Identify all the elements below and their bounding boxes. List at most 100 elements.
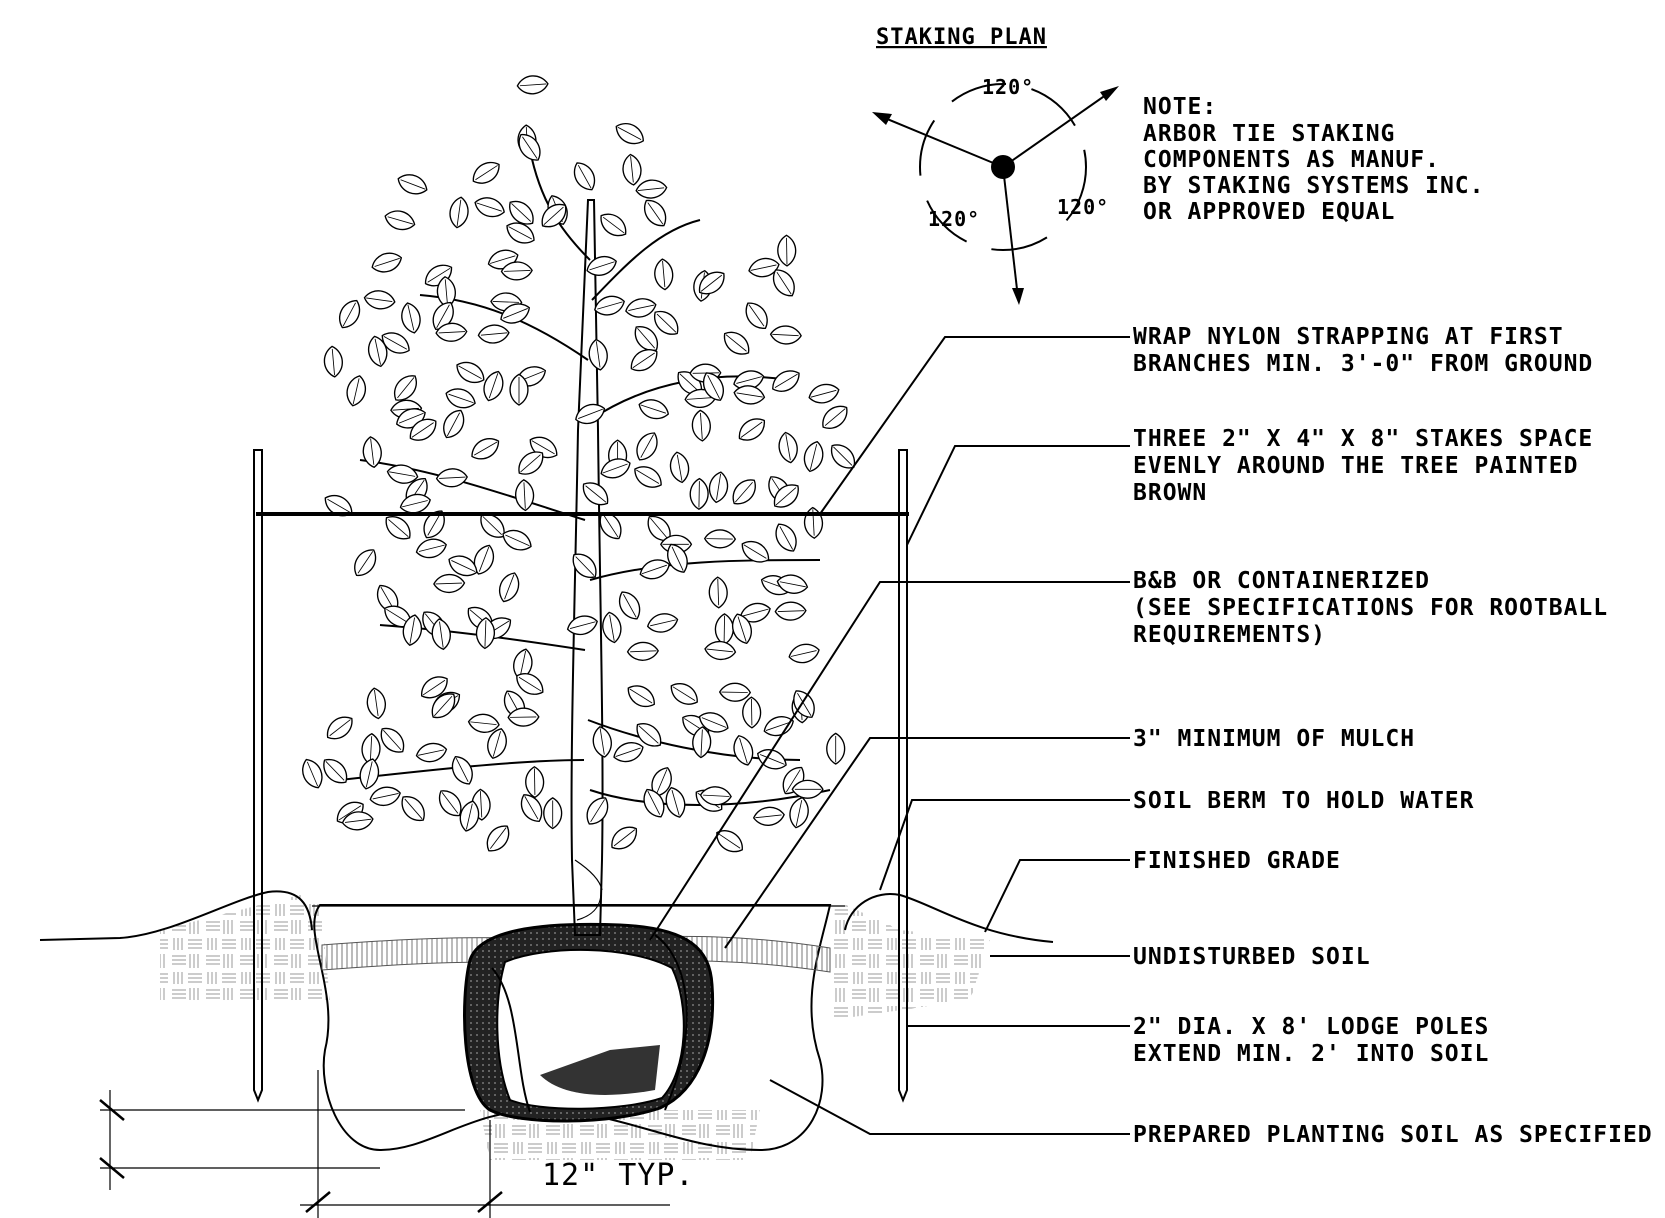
leaf [379,510,417,546]
leaf [590,724,615,760]
leaf [774,601,807,622]
leaf [564,611,601,639]
leaf [776,234,797,267]
callout-rootball-line: (SEE SPECIFICATIONS FOR ROOTBALL [1133,595,1608,621]
dimension-tick [99,1157,125,1179]
leaf [321,710,358,746]
leaf [610,738,647,767]
callout-rootball-line: B&B OR CONTAINERIZED [1133,568,1430,594]
leaf [623,295,659,321]
leaf [435,467,469,489]
leader-stakes [906,445,1130,546]
angle-label-top: 120° [982,75,1034,99]
callout-undisturbed-soil: UNDISTURBED SOIL [1133,944,1371,970]
leaf [733,412,771,447]
leaf [613,587,646,624]
callout-stakes-line: BROWN [1133,480,1207,506]
leaf [767,364,805,398]
leaf [437,405,470,443]
tree-trunk [570,199,604,936]
leaf [752,805,786,828]
dimension-label: 12" TYP. [542,1158,695,1193]
leaf [577,476,614,512]
leaf [382,206,418,234]
undisturbed-soil-bottom [480,1110,760,1160]
leaf [718,325,755,361]
dimensions: 12" TYP. [99,1070,695,1218]
tree [297,74,861,936]
callout-strap-line: BRANCHES MIN. 3'-0" FROM GROUND [1133,351,1593,377]
leaf [451,356,489,389]
leaf [471,193,508,222]
leaf [644,610,681,636]
leaf [568,157,601,195]
leaf [413,535,450,562]
leaf [413,739,449,766]
callout-strap-line: WRAP NYLON STRAPPING AT FIRST [1133,324,1564,350]
leader-prepared-soil [769,1079,1130,1135]
leaf [636,555,673,584]
note-line: BY STAKING SYSTEMS INC. [1143,173,1485,199]
leaf [703,639,738,662]
leaf [689,477,710,511]
leaf [816,399,854,435]
undisturbed-soil-right [832,900,990,1020]
leaf [634,177,669,201]
leaf [690,409,712,443]
leaf [368,248,405,277]
leaf [581,792,614,830]
angle-label-left: 120° [928,207,980,231]
leaf [726,473,762,510]
staking-plan: STAKING PLAN 120° 120° 120° [872,25,1119,305]
leaf [714,613,735,646]
callout-labels: WRAP NYLON STRAPPING AT FIRST BRANCHES M… [1133,324,1653,1148]
leader-berm [879,799,1130,891]
leaf [442,384,479,413]
rootball-strap [654,934,688,1111]
leaf [583,252,620,280]
leaf [395,790,431,827]
leaf [769,324,803,346]
finished-grade-right [844,893,1054,943]
leaf [446,751,478,789]
leaf [398,300,424,336]
leaf [718,682,752,703]
leaf [320,489,357,522]
leaf [638,194,672,232]
leaf [543,797,563,830]
leaf [333,295,366,333]
leaf [514,478,535,512]
callout-poles-line: EXTEND MIN. 2' INTO SOIL [1133,1041,1489,1067]
note-line: ARBOR TIE STAKING [1143,121,1395,147]
leaf [447,195,471,230]
leaf [516,74,550,96]
note-heading: NOTE: [1143,94,1217,120]
callout-finished-grade: FINISHED GRADE [1133,848,1341,874]
staking-plan-circle [919,83,1087,251]
leaf [711,824,748,858]
leaf [605,820,643,856]
leaf [494,569,524,606]
callout-prepared-soil: PREPARED PLANTING SOIL AS SPECIFIED [1133,1122,1653,1148]
leaf [800,438,827,475]
leaf [509,373,529,406]
callout-stakes-line: THREE 2" X 4" X 8" STAKES SPACE [1133,426,1593,452]
callout-stakes-line: EVENLY AROUND THE TREE PAINTED [1133,453,1578,479]
leaf [418,505,451,543]
leaf [467,156,505,190]
leaf [586,337,610,372]
leaf [708,576,729,609]
leaf [297,755,328,792]
leaf [611,117,649,150]
leaf [760,712,797,741]
stakes [253,449,909,1103]
leaf [597,454,634,483]
ground-section [39,890,1054,1160]
leaf [432,573,466,594]
angle-label-right: 120° [1057,195,1109,219]
leaf [826,732,846,765]
stake-direction-arrows [872,86,1119,305]
tree-foliage [297,74,861,858]
leaf [374,722,410,759]
leaf [786,795,812,831]
